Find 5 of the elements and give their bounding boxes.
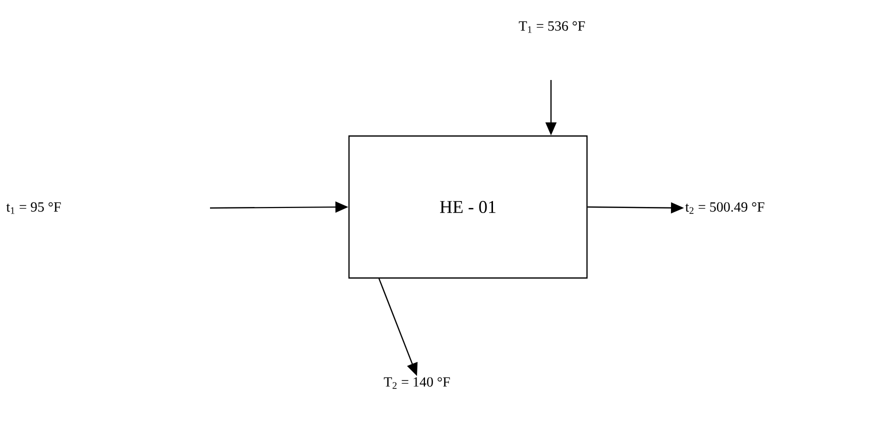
stream-label: T$_{1}$ = 536 °F xyxy=(518,21,585,33)
process-box: HE - 01 xyxy=(348,135,588,279)
stream-label: t$_{1}$ = 95 °F xyxy=(6,202,61,214)
stream-label: T$_{2}$ = 140 °F xyxy=(384,377,450,389)
stream-label: t$_{2}$ = 500.49 °F xyxy=(685,202,764,214)
